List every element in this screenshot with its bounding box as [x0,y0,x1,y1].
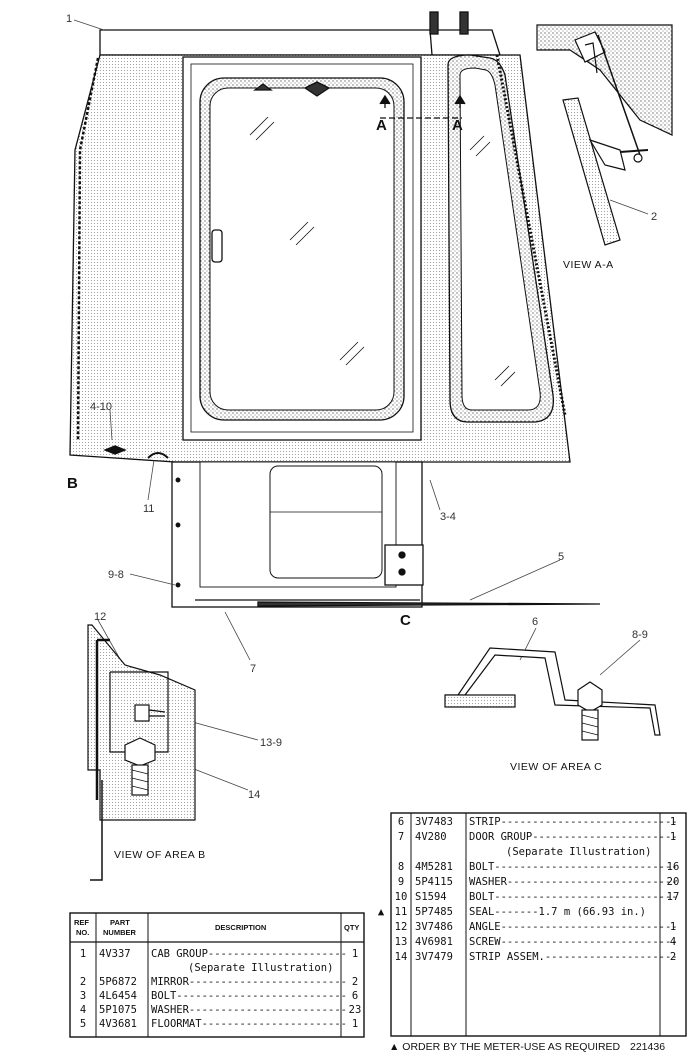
row-part-number: 4V280 [415,831,447,843]
row-part-number: 3V7479 [415,951,453,963]
callout-1: 1 [66,13,72,25]
section-letter-a-left: A [376,117,387,134]
area-letter-b: B [67,475,78,492]
row-description: MIRROR------------------------- [151,976,347,988]
row-part-number: 5P6872 [99,976,137,988]
row-description: STRIP ASSEM.--------------------- [469,951,678,963]
right-table-rows: 6 3V7483 STRIP----------------------------… [378,816,679,963]
row-part-number: 4M5281 [415,861,453,873]
row-part-number: 4L6454 [99,990,137,1002]
row-ref: 13 [395,936,408,948]
row-qty: 2 [352,976,358,988]
row-qty: 1 [670,831,676,843]
right-parts-table: 6 3V7483 STRIP----------------------------… [378,812,687,1037]
header-number: NUMBER [103,928,136,937]
row-description: BOLT----------------------------- [469,861,678,873]
callout-labels: 1 2 4-10 11 3-4 9-8 5 7 12 13-9 14 6 8-9 [66,13,657,801]
row-ref: 10 [395,891,408,903]
view-b-label: VIEW OF AREA B [114,849,206,861]
callout-14: 14 [248,789,260,801]
header-no: NO. [76,928,89,937]
row-ref: 8 [398,861,404,873]
view-c-label: VIEW OF AREA C [510,761,602,773]
row-description: SEAL-------1.7 m (66.93 in.) [469,906,646,918]
left-parts-table: REF NO. PART NUMBER DESCRIPTION QTY 1 4V3… [69,912,365,1038]
callout-2: 2 [651,211,657,223]
row-qty: 1 [352,948,358,960]
row-description: WASHER--------------------------- [469,876,678,888]
callout-13-9: 13-9 [260,737,282,749]
row-qty: 1 [352,1018,358,1030]
row-qty: 23 [349,1004,362,1016]
row-qty: 6 [352,990,358,1002]
row-qty: 16 [667,861,680,873]
header-description: DESCRIPTION [215,923,266,932]
header-part: PART [110,918,130,927]
figure-number: 221436 [630,1041,665,1053]
row-ref: 12 [395,921,408,933]
row-part-number: 3V7486 [415,921,453,933]
callout-8-9: 8-9 [632,629,648,641]
row-description-note: (Separate Illustration) [506,846,651,858]
row-qty: 4 [670,936,676,948]
row-description: DOOR GROUP----------------------- [469,831,678,843]
callout-3-4: 3-4 [440,511,456,523]
row-description-note: (Separate Illustration) [188,962,333,974]
view-a-a-label: VIEW A-A [563,259,614,271]
row-ref: 3 [80,990,86,1002]
area-letter-c: C [400,612,411,629]
section-letter-a-right: A [452,117,463,134]
callout-12: 12 [94,611,106,623]
callout-5: 5 [558,551,564,563]
row-ref: 11 [395,906,408,918]
row-ref: 4 [80,1004,86,1016]
row-description: SCREW---------------------------- [469,936,678,948]
row-part-number: 4V337 [99,948,131,960]
row-ref: 1 [80,948,86,960]
row-ref: 5 [80,1018,86,1030]
view-c-drawing [444,647,661,741]
row-description: BOLT----------------------------- [469,891,678,903]
row-description: STRIP---------------------------- [469,816,678,828]
row-ref: 7 [398,831,404,843]
view-b-drawing [87,624,196,881]
row-description: BOLT--------------------------- [151,990,347,1002]
callout-4-10: 4-10 [90,401,112,413]
callout-11: 11 [143,503,154,515]
order-note: ▲ ORDER BY THE METER-USE AS REQUIRED [389,1041,621,1053]
row-ref: 9 [398,876,404,888]
row-ref: 6 [398,816,404,828]
row-order-marker: ▲ [378,906,385,918]
header-ref: REF [74,918,89,927]
view-a-a-drawing [536,24,673,246]
row-part-number: 5P7485 [415,906,453,918]
left-table-rows: 1 4V337 CAB GROUP---------------------- 1 (S… [80,948,361,1030]
row-qty: 1 [670,816,676,828]
row-part-number: 4V6981 [415,936,453,948]
row-description: CAB GROUP---------------------- [151,948,347,960]
header-qty: QTY [344,923,359,932]
cab-drawing [69,11,601,608]
callout-7: 7 [250,663,256,675]
callout-9-8: 9-8 [108,569,124,581]
row-description: ANGLE---------------------------- [469,921,678,933]
row-part-number: 5P4115 [415,876,453,888]
row-qty: 1 [670,921,676,933]
row-qty: 2 [670,951,676,963]
row-part-number: 4V3681 [99,1018,137,1030]
row-part-number: S1594 [415,891,447,903]
row-description: FLOORMAT----------------------- [151,1018,347,1030]
row-qty: 20 [667,876,680,888]
callout-6: 6 [532,616,538,628]
row-part-number: 5P1075 [99,1004,137,1016]
row-qty: 17 [667,891,680,903]
row-description: WASHER------------------------- [151,1004,347,1016]
row-ref: 14 [395,951,408,963]
row-part-number: 3V7483 [415,816,453,828]
row-ref: 2 [80,976,86,988]
